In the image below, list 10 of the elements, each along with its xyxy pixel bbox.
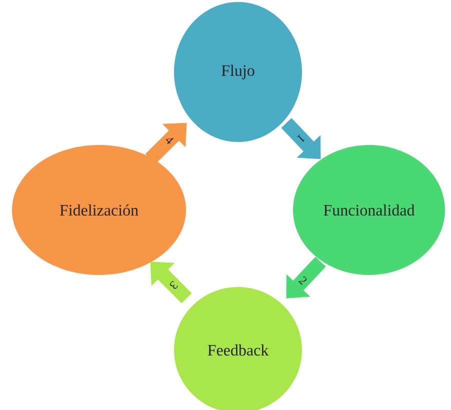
block-arrow	[281, 118, 321, 160]
edge-label: 1	[296, 134, 304, 142]
block-arrow	[286, 256, 326, 298]
edge-label: 2	[298, 276, 307, 285]
edge-label: 4	[166, 138, 174, 144]
edge-label: 3	[170, 280, 178, 289]
block-arrow	[150, 262, 192, 304]
circle-node: Funcionalidad	[293, 145, 445, 275]
block-arrow	[145, 122, 187, 164]
circle-node: Fidelización	[12, 145, 186, 275]
